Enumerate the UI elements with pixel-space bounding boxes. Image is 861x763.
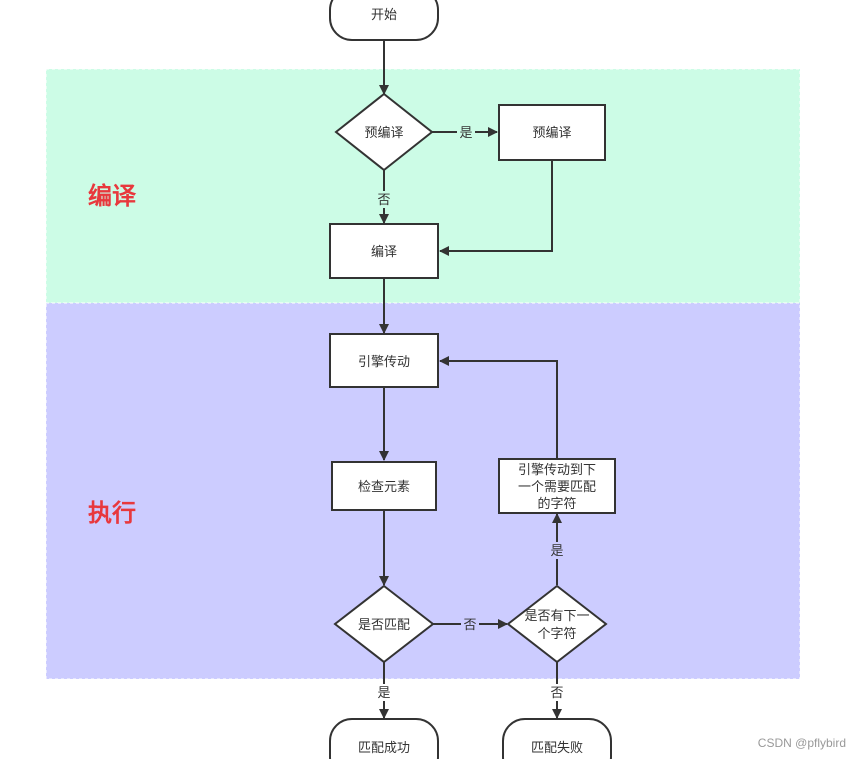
edge-label-match-no: 否	[463, 618, 476, 633]
node-match-fail-label: 匹配失败	[531, 741, 583, 756]
node-precompile-label: 预编译	[532, 126, 571, 141]
node-has-next-char-line-2: 个字符	[537, 626, 576, 642]
node-is-match-label: 是否匹配	[358, 618, 410, 633]
edge-label-has-next-yes: 是	[550, 544, 563, 559]
watermark: CSDN @pflybird	[758, 736, 846, 750]
node-match-success	[329, 718, 439, 763]
edge-label-has-next-no: 否	[550, 686, 563, 701]
edge-label-precompile-yes: 是	[459, 126, 472, 141]
node-engine-drive	[329, 333, 439, 388]
lane-execute-label: 执行	[88, 499, 136, 527]
node-precompile	[498, 104, 606, 161]
node-has-next-char-line-1: 是否有下一	[524, 609, 589, 624]
edge-engine-next-loop	[439, 356, 558, 459]
node-engine-next-line-2: 一个需要匹配	[518, 480, 596, 495]
edge-label-precompile-no: 否	[377, 193, 390, 208]
node-check-element	[331, 461, 437, 511]
node-has-next-char	[506, 584, 608, 664]
node-check-element-label: 检查元素	[358, 480, 410, 495]
node-is-match	[333, 584, 435, 664]
node-compile-label: 编译	[371, 245, 397, 260]
node-engine-next	[498, 458, 616, 514]
node-precompile-check	[334, 92, 434, 172]
node-engine-next-line-1: 引擎传动到下	[518, 463, 596, 478]
node-match-fail	[502, 718, 612, 763]
node-start	[329, 0, 439, 41]
edge-label-match-yes: 是	[377, 686, 390, 701]
lane-compile-label: 编译	[88, 182, 137, 210]
node-engine-next-line-3: 的字符	[537, 496, 576, 512]
node-precompile-check-label: 预编译	[364, 126, 403, 141]
edge-precompile-to-compile	[439, 160, 553, 256]
node-engine-drive-label: 引擎传动	[358, 355, 410, 370]
node-compile	[329, 223, 439, 279]
node-match-success-label: 匹配成功	[358, 741, 410, 756]
node-start-label: 开始	[371, 8, 397, 23]
